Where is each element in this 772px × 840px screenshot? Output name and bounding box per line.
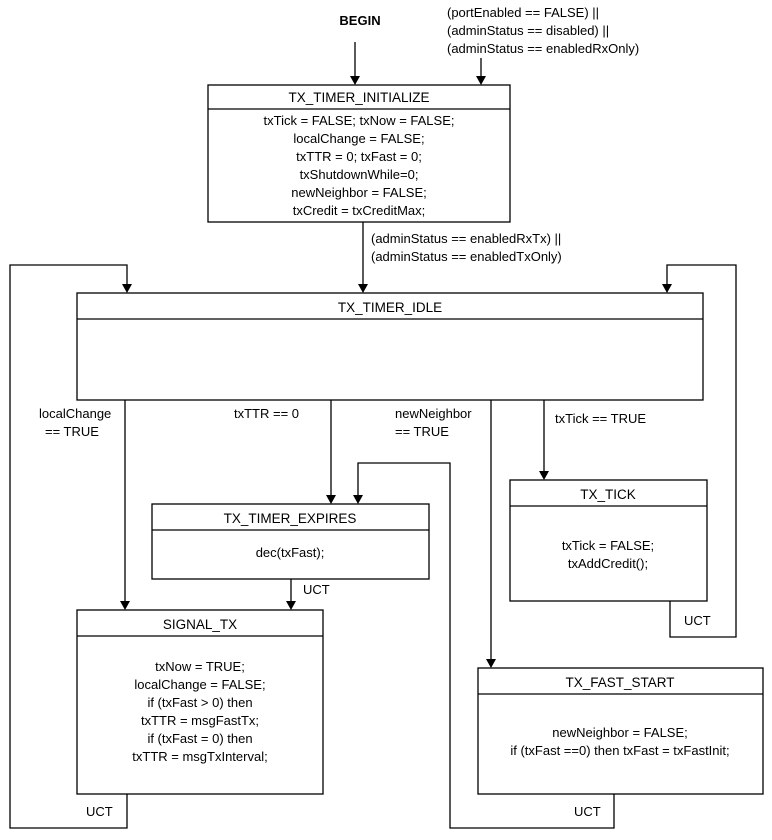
expires-uct-arrow: UCT bbox=[286, 579, 330, 610]
condition-line: (portEnabled == FALSE) || bbox=[447, 5, 599, 20]
state-tx-timer-expires: TX_TIMER_EXPIRES dec(txFast); bbox=[151, 503, 430, 580]
action-line: txTTR = msgTxInterval; bbox=[132, 749, 267, 764]
action-line: if (txFast ==0) then txFast = txFastInit… bbox=[510, 743, 729, 758]
action-line: if (txFast = 0) then bbox=[147, 731, 252, 746]
action-line: txTTR = msgFastTx; bbox=[141, 713, 259, 728]
condition-line: (adminStatus == enabledTxOnly) bbox=[371, 249, 562, 264]
new-neighbor-arrow: newNeighbor == TRUE bbox=[395, 400, 496, 668]
condition-line: txTick == TRUE bbox=[555, 411, 646, 426]
global-entry-arrow: (portEnabled == FALSE) || (adminStatus =… bbox=[447, 5, 639, 85]
uct-label: UCT bbox=[574, 804, 601, 819]
begin-label: BEGIN bbox=[339, 13, 380, 28]
condition-line: (adminStatus == enabledRxTx) || bbox=[371, 231, 561, 246]
condition-line: == TRUE bbox=[395, 424, 449, 439]
init-to-idle-arrow: (adminStatus == enabledRxTx) || (adminSt… bbox=[358, 222, 562, 293]
action-line: txCredit = txCreditMax; bbox=[293, 203, 426, 218]
fast-start-uct-loop: UCT bbox=[353, 462, 615, 829]
state-title: TX_TICK bbox=[580, 487, 636, 502]
action-line: txNow = TRUE; bbox=[155, 659, 245, 674]
local-change-arrow: localChange == TRUE bbox=[39, 400, 130, 610]
condition-line: (adminStatus == disabled) || bbox=[447, 23, 609, 38]
condition-line: == TRUE bbox=[45, 424, 99, 439]
action-line: txShutdownWhile=0; bbox=[300, 167, 419, 182]
state-tx-timer-idle: TX_TIMER_IDLE bbox=[76, 292, 704, 401]
state-signal-tx: SIGNAL_TX txNow = TRUE; localChange = FA… bbox=[76, 609, 324, 795]
action-line: newNeighbor = FALSE; bbox=[552, 725, 688, 740]
action-line: newNeighbor = FALSE; bbox=[291, 185, 427, 200]
action-line: txTick = FALSE; bbox=[562, 538, 654, 553]
state-tx-tick: TX_TICK txTick = FALSE; txAddCredit(); bbox=[509, 479, 708, 602]
uct-label: UCT bbox=[303, 582, 330, 597]
action-line: dec(txFast); bbox=[256, 545, 325, 560]
state-tx-fast-start: TX_FAST_START newNeighbor = FALSE; if (t… bbox=[477, 667, 764, 795]
begin-arrow: BEGIN bbox=[339, 13, 381, 85]
action-line: txTick = FALSE; txNow = FALSE; bbox=[264, 113, 455, 128]
condition-line: newNeighbor bbox=[395, 406, 472, 421]
action-line: txAddCredit(); bbox=[568, 556, 648, 571]
signal-uct-loop: UCT bbox=[9, 264, 132, 829]
state-title: TX_TIMER_IDLE bbox=[338, 300, 442, 315]
uct-label: UCT bbox=[86, 804, 113, 819]
state-title: TX_FAST_START bbox=[565, 675, 674, 690]
state-title: TX_TIMER_EXPIRES bbox=[224, 511, 357, 526]
action-line: localChange = FALSE; bbox=[134, 677, 265, 692]
tick-uct-loop: UCT bbox=[662, 264, 737, 638]
action-line: if (txFast > 0) then bbox=[147, 695, 252, 710]
ttr-zero-arrow: txTTR == 0 bbox=[234, 400, 336, 504]
state-title: SIGNAL_TX bbox=[163, 617, 237, 632]
condition-line: localChange bbox=[39, 406, 111, 421]
condition-line: txTTR == 0 bbox=[234, 406, 299, 421]
tick-true-arrow: txTick == TRUE bbox=[539, 400, 646, 480]
condition-line: (adminStatus == enabledRxOnly) bbox=[447, 41, 639, 56]
uct-label: UCT bbox=[684, 613, 711, 628]
action-line: txTTR = 0; txFast = 0; bbox=[296, 149, 422, 164]
state-tx-timer-initialize: TX_TIMER_INITIALIZE txTick = FALSE; txNo… bbox=[207, 84, 511, 223]
state-title: TX_TIMER_INITIALIZE bbox=[288, 90, 429, 105]
action-line: localChange = FALSE; bbox=[293, 131, 424, 146]
